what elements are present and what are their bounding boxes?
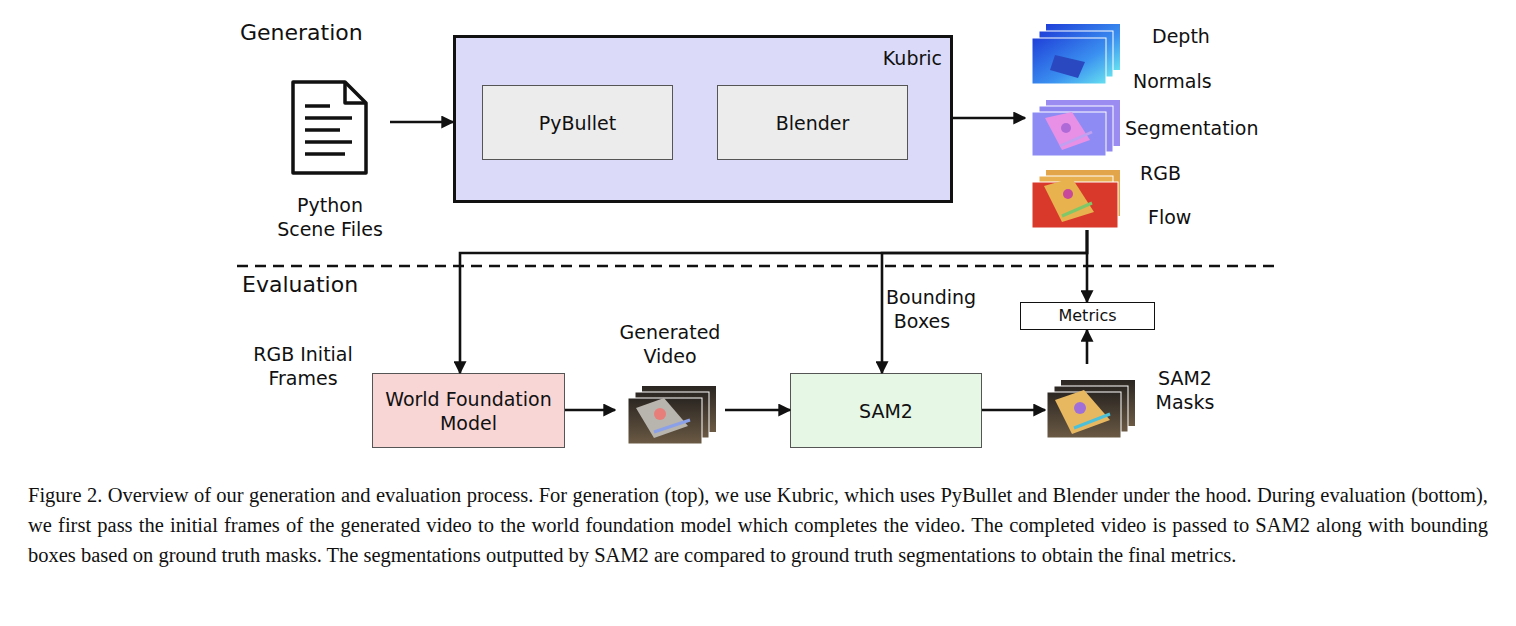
sam2-mask-thumbnails xyxy=(1047,380,1135,438)
normals-thumbnails xyxy=(1032,100,1120,156)
node-text: Flow xyxy=(1148,205,1258,229)
model-box: SAM2 xyxy=(790,373,982,448)
section-label: Evaluation xyxy=(242,272,358,297)
arrow-connector xyxy=(390,121,453,124)
engine-container: KubricPyBullet Blender xyxy=(453,35,953,203)
process-box: Blender xyxy=(717,85,908,160)
arrow-connector xyxy=(725,409,790,412)
output-group: DepthNormalsSegmentationRGB Flow xyxy=(1025,20,1265,230)
node-text: Normals xyxy=(1133,69,1263,93)
arrow-connector xyxy=(953,117,1025,120)
node-text: Segmentation xyxy=(1125,116,1265,140)
node-text: Kubric xyxy=(846,46,942,70)
masks-node: SAM2 Masks xyxy=(1045,364,1230,446)
generated-video-thumbnails xyxy=(628,386,716,444)
separator-line xyxy=(237,265,1275,268)
edge-label: RGB Initial Frames xyxy=(243,342,363,390)
section-label: Generation xyxy=(240,20,363,45)
document-icon xyxy=(293,82,366,173)
model-box: World Foundation Model xyxy=(372,373,565,448)
process-box: PyBullet xyxy=(482,85,673,160)
figure-caption: Figure 2. Overview of our generation and… xyxy=(28,480,1488,570)
arrow-connector xyxy=(565,409,615,412)
depth-thumbnails xyxy=(1032,24,1120,84)
node-text: SAM2 Masks xyxy=(1145,366,1225,414)
arrow-connector xyxy=(460,230,1087,373)
document-node: Python Scene Files xyxy=(270,78,390,250)
rgb-thumbnails xyxy=(1032,170,1120,228)
arrow-connector xyxy=(982,409,1045,412)
node-text: PyBullet xyxy=(531,111,624,135)
edge-label: Bounding Boxes xyxy=(886,285,958,333)
metrics-box: Metrics xyxy=(1020,302,1155,330)
node-text: World Foundation Model xyxy=(373,387,564,435)
node-text: Metrics xyxy=(1050,304,1124,328)
node-text: Generated Video xyxy=(615,320,725,368)
node-text: RGB xyxy=(1140,161,1250,185)
node-text: Blender xyxy=(768,111,858,135)
arrow-connector xyxy=(882,230,1087,373)
video-node: Generated Video xyxy=(615,318,725,446)
node-text: Depth xyxy=(1152,24,1262,48)
arrow-connector xyxy=(1086,330,1089,364)
node-text: Python Scene Files xyxy=(270,193,390,241)
arrow-connector xyxy=(1086,230,1089,302)
node-text: SAM2 xyxy=(851,399,921,423)
